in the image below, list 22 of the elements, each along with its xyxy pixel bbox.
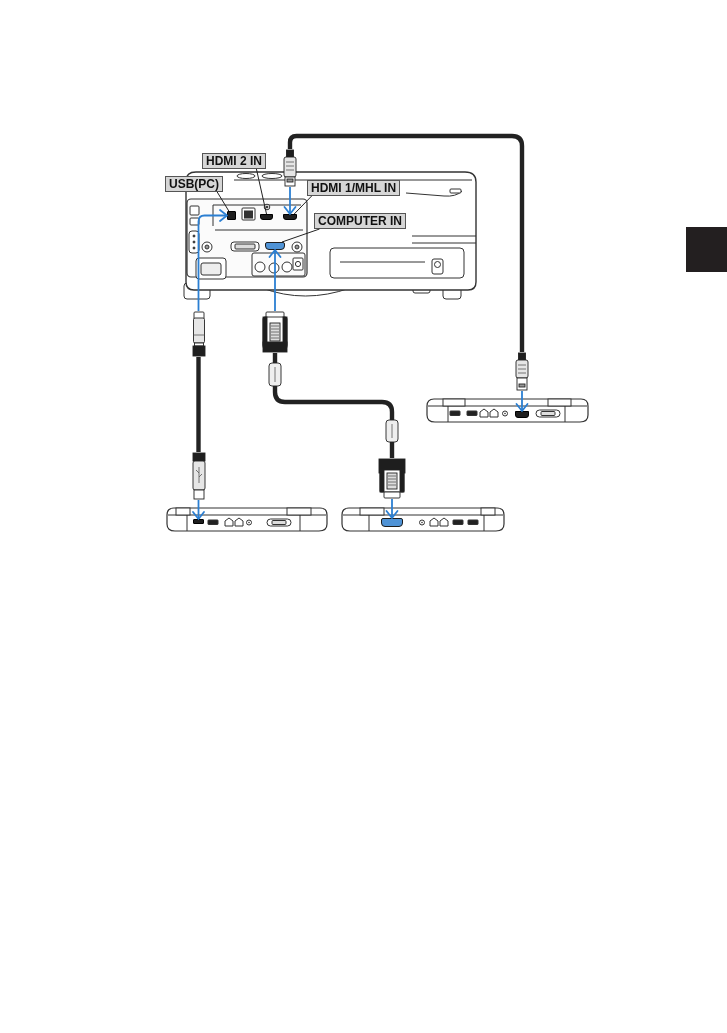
arrow [192, 499, 205, 520]
arrow [283, 186, 297, 215]
port-label: COMPUTER IN [314, 213, 406, 229]
arrow [385, 498, 399, 519]
arrow [268, 249, 282, 312]
hdmi-port [260, 214, 273, 220]
hdmi-port [283, 214, 297, 220]
hdmi-cable [287, 133, 525, 352]
port-label: HDMI 2 IN [202, 153, 266, 169]
leader-line [293, 195, 313, 215]
port-label: HDMI 1/MHL IN [307, 180, 401, 196]
vga-port [381, 518, 403, 527]
hdmi-port [515, 411, 529, 418]
leader-line [216, 191, 230, 212]
usb-port [193, 519, 204, 524]
port-label: USB(PC) [165, 176, 223, 192]
leader-line [281, 228, 320, 243]
vga-port [265, 242, 285, 250]
usb-port [227, 211, 236, 220]
leader-line [255, 168, 267, 215]
arrow [515, 390, 529, 412]
usb-cable [196, 357, 201, 452]
